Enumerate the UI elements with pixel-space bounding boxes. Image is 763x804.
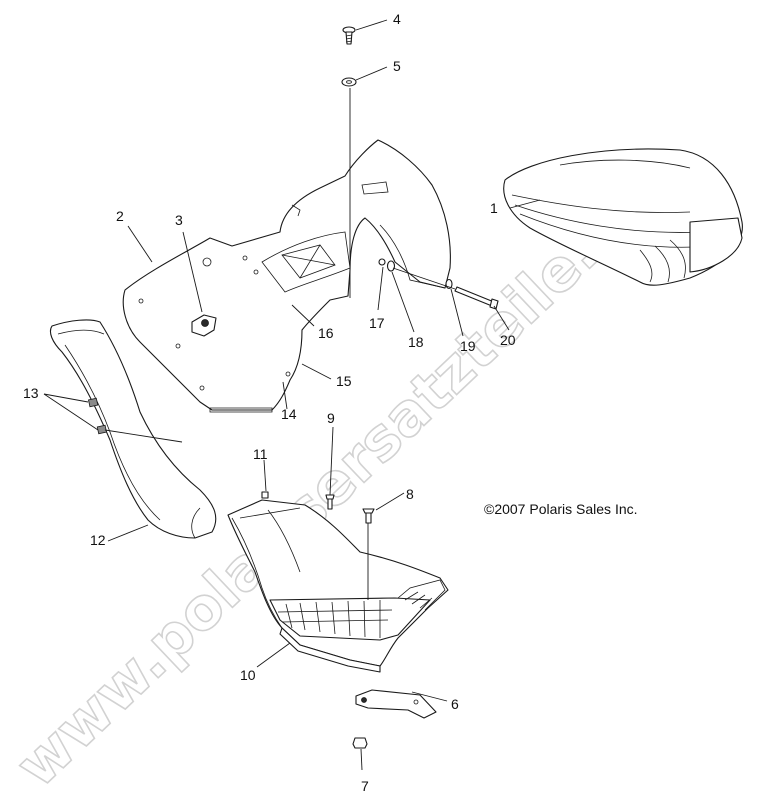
callout-10: 10 [240,667,256,683]
callout-13: 13 [23,385,39,401]
footwell[interactable] [227,499,449,673]
callout-3: 3 [175,212,183,228]
washer[interactable] [341,77,357,87]
callout-14: 14 [281,406,297,422]
nut[interactable] [352,737,368,749]
callout-2: 2 [116,208,124,224]
callout-18: 18 [408,334,424,350]
clip[interactable] [191,314,217,337]
washer[interactable] [386,260,453,290]
copyright-text: ©2007 Polaris Sales Inc. [484,501,638,517]
callout-15: 15 [336,373,352,389]
rivet[interactable] [261,491,269,499]
callout-11: 11 [253,446,268,462]
bracket[interactable] [355,689,437,719]
callout-17: 17 [369,315,385,331]
callout-20: 20 [500,332,516,348]
callout-19: 19 [460,338,476,354]
bolt[interactable] [454,286,499,310]
callout-6: 6 [451,696,459,712]
bolt[interactable] [342,26,356,45]
callout-1: 1 [490,200,498,216]
callout-4: 4 [393,11,401,27]
small-clip[interactable] [87,397,108,435]
fender-flap[interactable] [49,319,217,539]
nut[interactable] [378,258,386,266]
callout-7: 7 [361,778,369,794]
callout-5: 5 [393,58,401,74]
screw[interactable] [325,494,335,510]
leader-lines [43,19,541,771]
callout-12: 12 [90,532,106,548]
screw[interactable] [362,508,375,524]
rear-cab[interactable] [122,139,451,413]
callout-8: 8 [406,486,414,502]
callout-labels: 1 2 3 4 5 6 7 8 9 10 11 12 13 14 15 16 1… [23,11,516,794]
seat[interactable] [503,148,743,286]
callout-9: 9 [327,410,335,426]
callout-16: 16 [318,325,334,341]
